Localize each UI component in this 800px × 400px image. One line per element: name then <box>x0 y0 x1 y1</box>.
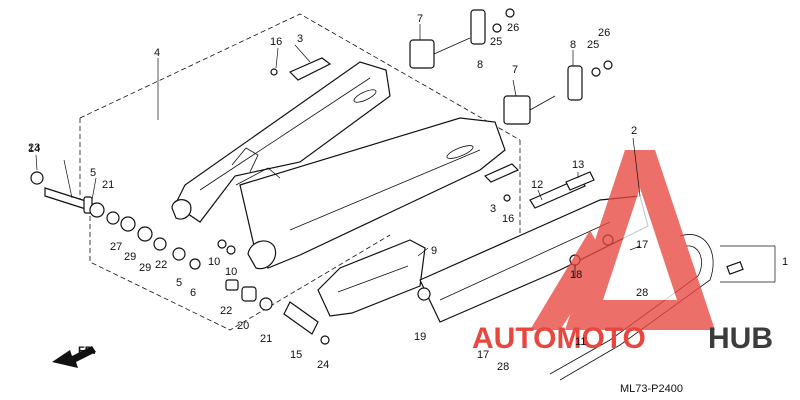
callout: 19 <box>414 331 426 343</box>
callout: 25 <box>490 36 502 48</box>
callout: 5 <box>90 167 96 179</box>
callout: 16 <box>270 36 282 48</box>
diagram-code: ML73-P2400 <box>620 383 683 395</box>
callout: 3 <box>490 203 496 215</box>
callout: 8 <box>570 39 576 51</box>
callout: 20 <box>237 320 249 332</box>
callout: 6 <box>190 287 196 299</box>
direction-label: FR. <box>78 345 96 357</box>
callout: 22 <box>155 259 167 271</box>
watermark-prefix: AUTOMOTO <box>472 322 646 355</box>
callout: 15 <box>290 349 302 361</box>
callout: 25 <box>587 39 599 51</box>
drive-chain <box>549 234 776 381</box>
callout: 21 <box>260 333 272 345</box>
callout: 23 <box>28 142 40 154</box>
callout: 2 <box>631 125 637 137</box>
callout: 3 <box>297 33 303 45</box>
watermark-suffix: HUB <box>708 322 773 355</box>
callout: 4 <box>154 47 160 59</box>
callout: 16 <box>502 213 514 225</box>
callout: 1 <box>782 256 788 268</box>
callout: 22 <box>220 305 232 317</box>
callout: 17 <box>477 349 489 361</box>
callout: 26 <box>507 22 519 34</box>
leader-lines <box>35 24 641 278</box>
callout: 7 <box>417 13 423 25</box>
callout: 10 <box>208 256 220 268</box>
callout: 21 <box>102 179 114 191</box>
callout: 13 <box>572 159 584 171</box>
callout: 24 <box>317 359 329 371</box>
callout: 17 <box>636 239 648 251</box>
callout: 28 <box>636 287 648 299</box>
callout: 9 <box>431 245 437 257</box>
watermark: AUTOMOTO HUB <box>472 150 773 355</box>
callout: 14 <box>28 143 40 155</box>
pivot-hardware <box>30 57 520 345</box>
callout: 12 <box>531 179 543 191</box>
callout: 10 <box>225 266 237 278</box>
callout: 8 <box>477 59 483 71</box>
callout: 29 <box>139 262 151 274</box>
callout-numbers: 1 2 3 3 4 5 5 6 7 7 8 8 9 10 10 11 12 13… <box>28 13 788 373</box>
swingarm <box>171 61 506 270</box>
callout: 28 <box>497 361 509 373</box>
chain-slider <box>317 239 426 317</box>
callout: 18 <box>570 269 582 281</box>
callout: 26 <box>598 27 610 39</box>
chain-adjusters <box>409 8 613 125</box>
callout: 5 <box>176 277 182 289</box>
assembly-boundary <box>79 13 521 331</box>
callout: 27 <box>110 241 122 253</box>
front-direction-arrow: FR. <box>52 345 96 368</box>
callout: 11 <box>575 336 586 348</box>
callout: 29 <box>124 251 136 263</box>
callout: 7 <box>512 64 518 76</box>
watermark-logo <box>530 150 715 330</box>
